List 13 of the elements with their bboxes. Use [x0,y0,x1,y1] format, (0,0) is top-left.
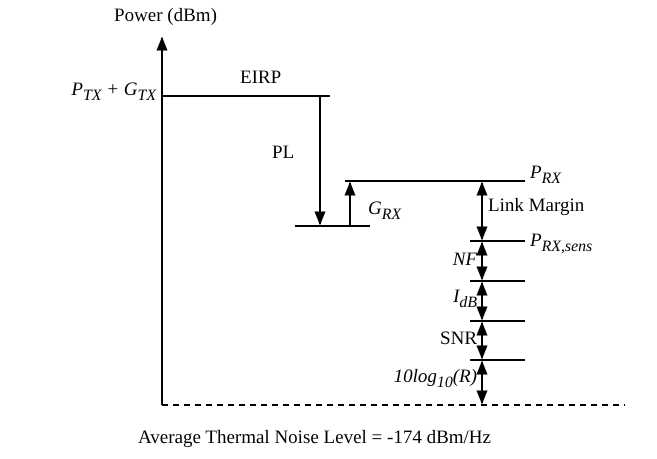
dimension-label: NF [452,250,477,269]
dimension-label: I$_{dB}$ [453,287,477,311]
dimension-label: SNR [440,329,477,348]
level-label: G$_{RX}$ [368,199,402,223]
axis-label: Power (dBm) [114,6,217,25]
level-label: EIRP [240,68,282,87]
level-label: P$_{RX,sens}$ [530,231,592,255]
level-label: P$_{RX}$ [530,163,561,187]
dimension-label: Link Margin [488,196,584,215]
dimension-label: 10log$_{10}$(R) [394,367,477,391]
caption: Average Thermal Noise Level = -174 dBm/Hz [138,428,491,447]
level-label: PL [272,143,294,162]
level-label: P$_{TX}$ + G$_{TX}$ [71,80,156,104]
